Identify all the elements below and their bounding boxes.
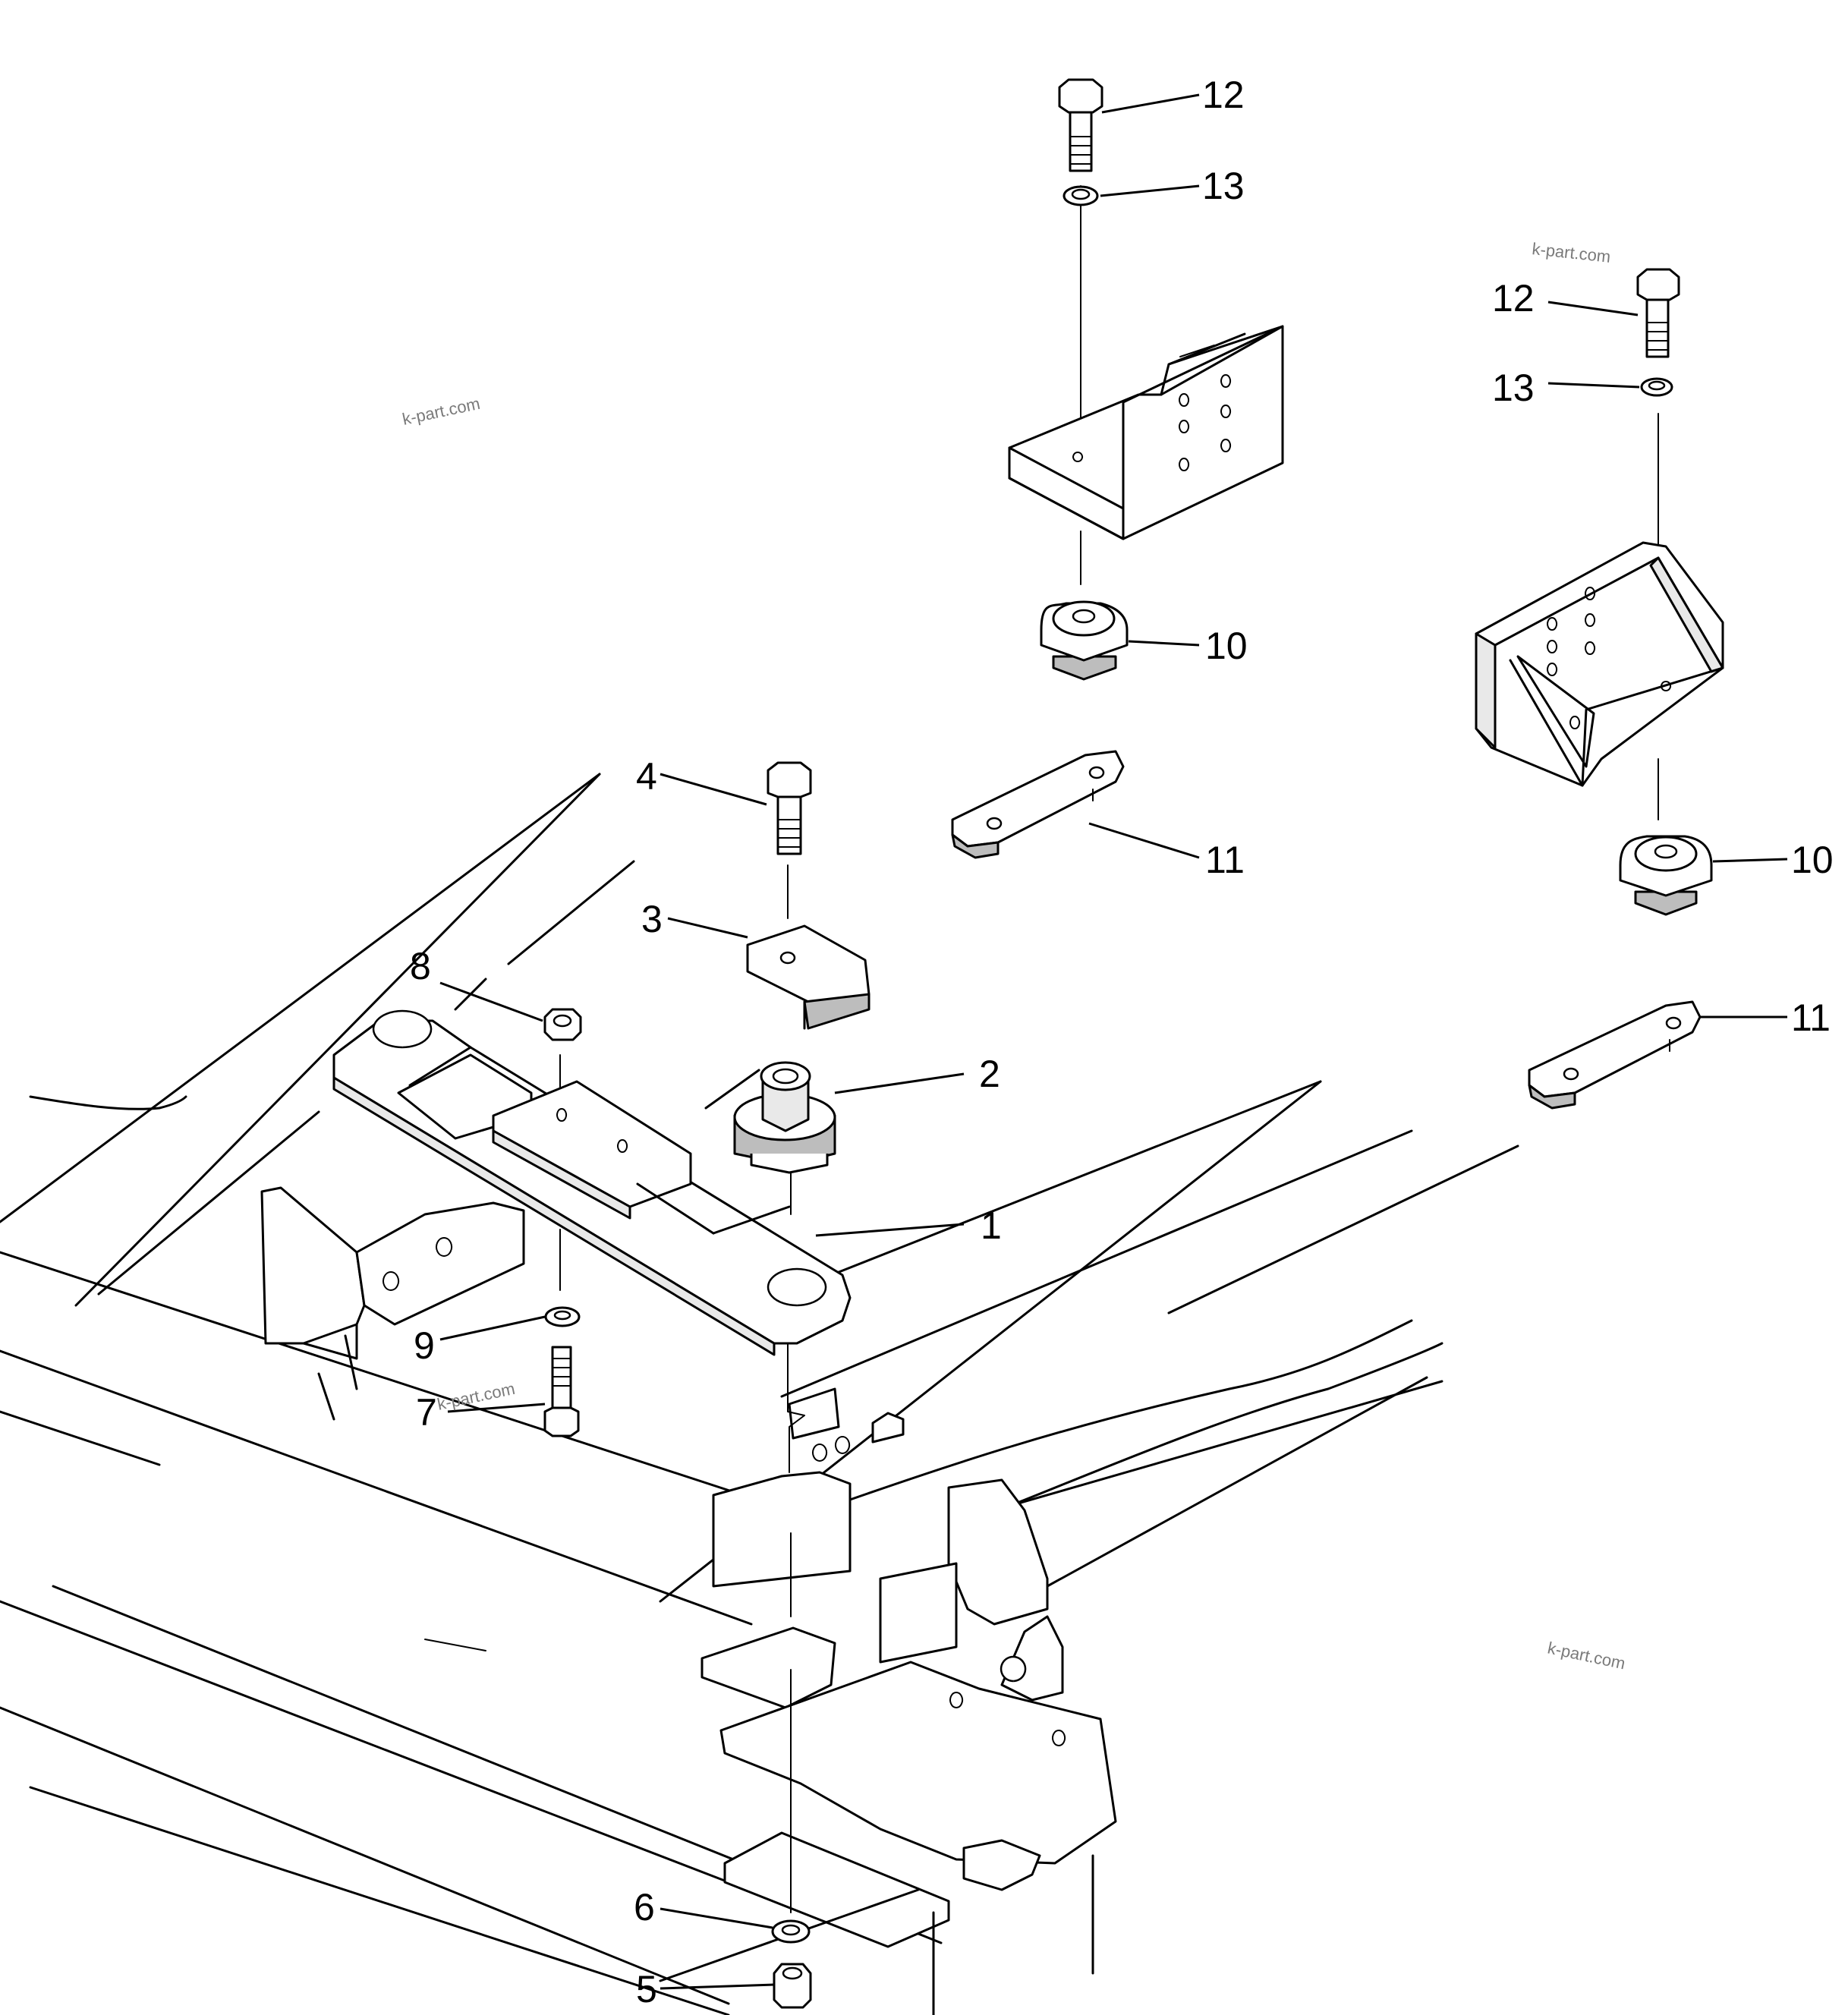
part-8-nut <box>543 1008 582 1041</box>
watermark-4: k-part.com <box>1546 1638 1627 1673</box>
chassis-frame <box>0 773 1519 2015</box>
callout-1: 1 <box>981 1204 1002 1247</box>
part-9-washer <box>544 1306 581 1327</box>
callouts: 12 13 10 11 12 13 10 11 4 3 8 2 1 9 7 6 … <box>410 74 1834 2010</box>
part-5-nut <box>773 1963 812 2009</box>
callout-9: 9 <box>414 1324 435 1367</box>
callout-4: 4 <box>636 755 657 798</box>
callout-13-right: 13 <box>1492 367 1535 409</box>
part-3-plate <box>746 924 870 1030</box>
part-10-mount-right <box>1619 835 1713 916</box>
part-10-mount-upper <box>1040 600 1129 681</box>
part-12-bolt-upper <box>1058 78 1103 172</box>
callout-11-upper: 11 <box>1205 839 1245 881</box>
bracket-right <box>1475 541 1724 787</box>
part-1-cross-beam <box>332 1009 852 1356</box>
callout-8: 8 <box>410 945 431 987</box>
callout-3: 3 <box>641 898 663 940</box>
part-2-mount-bushing <box>733 1061 836 1174</box>
part-13-washer-right <box>1640 377 1673 397</box>
callout-6: 6 <box>634 1886 655 1928</box>
callout-12-right: 12 <box>1492 277 1535 320</box>
part-11-plate-right <box>1528 1000 1702 1110</box>
leader-lines <box>439 93 1788 1990</box>
callout-2: 2 <box>979 1053 1000 1095</box>
callout-10-upper: 10 <box>1205 625 1248 667</box>
callout-13-upper: 13 <box>1202 165 1245 207</box>
watermark-2: k-part.com <box>1531 239 1611 266</box>
part-13-washer-upper <box>1063 185 1099 206</box>
part-4-bolt <box>767 761 812 855</box>
callout-10-right: 10 <box>1791 839 1834 881</box>
callout-5: 5 <box>636 1968 657 2010</box>
part-11-plate-upper <box>951 750 1125 859</box>
callout-7: 7 <box>416 1391 437 1434</box>
part-6-washer <box>771 1919 811 1944</box>
watermark-1: k-part.com <box>401 394 482 429</box>
part-7-bolt <box>543 1346 580 1437</box>
part-12-bolt-right <box>1636 268 1680 358</box>
callout-12-upper: 12 <box>1202 74 1245 116</box>
callout-11-right: 11 <box>1791 996 1831 1039</box>
bracket-upper <box>1008 325 1284 540</box>
